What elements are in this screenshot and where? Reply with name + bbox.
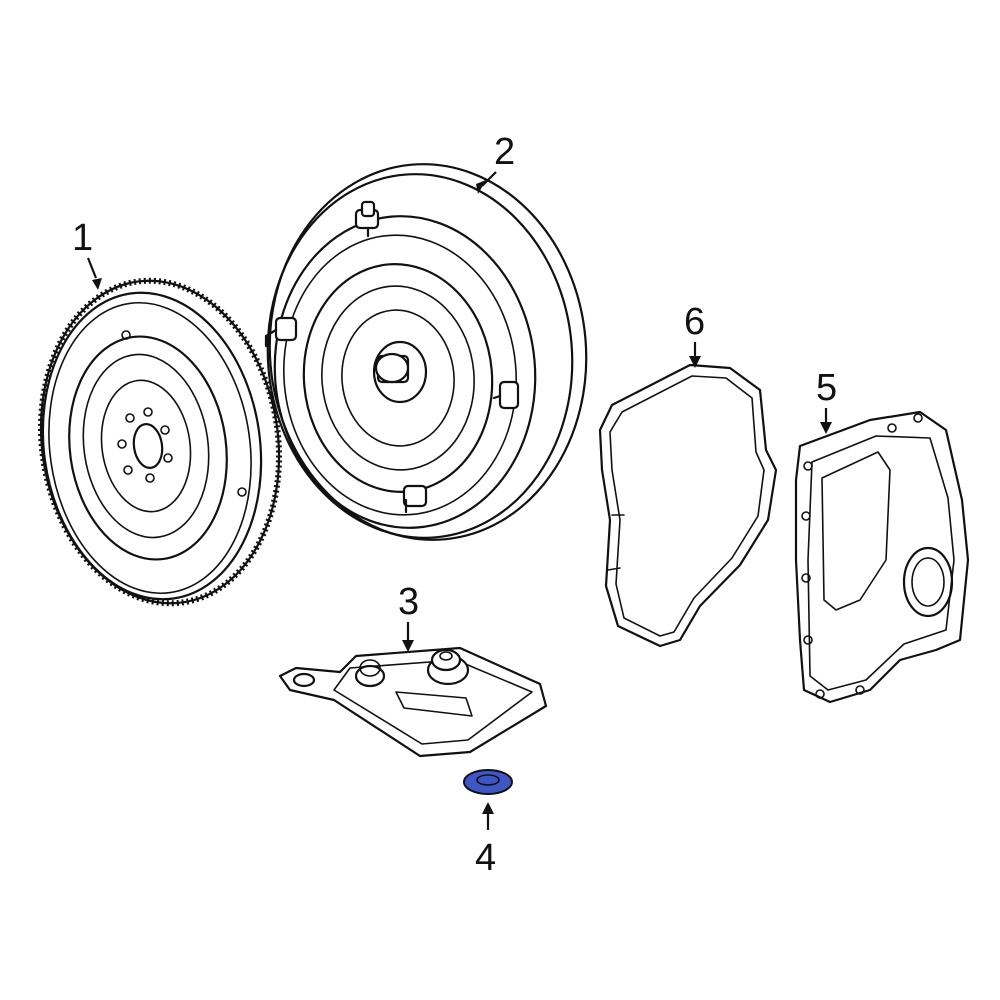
callout-2: 2 [476,131,515,194]
callout-6-number: 6 [684,301,705,343]
callout-1: 1 [72,217,102,290]
filter-part[interactable] [278,646,548,758]
seal-part[interactable] [463,769,513,795]
callout-6: 6 [684,301,705,368]
callout-2-number: 2 [494,131,515,173]
callout-5: 5 [816,367,837,434]
flywheel-part[interactable] [21,265,300,619]
callout-1-number: 1 [72,217,93,259]
callout-3: 3 [398,581,419,652]
callout-3-number: 3 [398,581,419,623]
callout-4: 4 [475,802,496,879]
torque-converter-part[interactable] [253,151,602,553]
oil-pan-part[interactable] [794,410,970,704]
callout-4-number: 4 [475,837,496,879]
pan-gasket-part[interactable] [598,363,778,648]
callout-5-number: 5 [816,367,837,409]
